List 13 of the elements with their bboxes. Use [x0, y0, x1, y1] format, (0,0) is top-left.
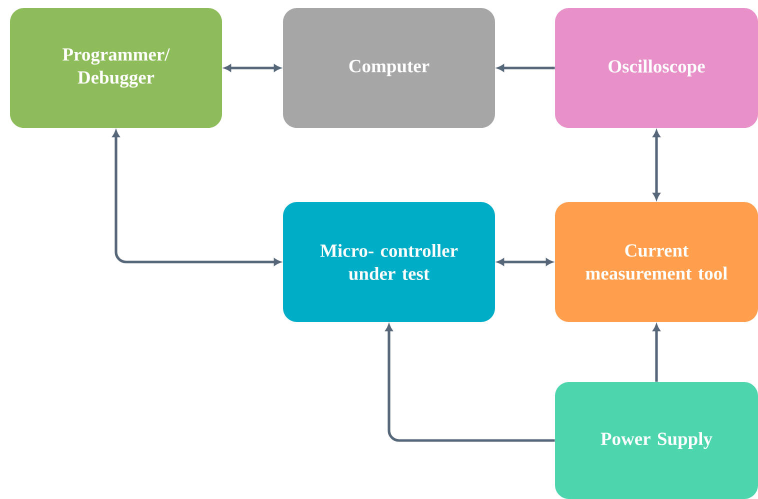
arrow: [497, 258, 553, 266]
arrow: [652, 130, 660, 200]
process-box: Programmer/ Debugger: [10, 8, 222, 128]
process-box: Micro- controller under test: [283, 202, 495, 322]
process-box: Oscilloscope: [555, 8, 758, 128]
process-box: Power Supply: [555, 382, 758, 499]
arrow: [224, 64, 281, 72]
arrow: [112, 130, 281, 266]
arrow: [497, 64, 555, 72]
arrow: [652, 324, 660, 382]
process-box: Computer: [283, 8, 495, 128]
arrow: [385, 324, 555, 442]
process-box: Current measurement tool: [555, 202, 758, 322]
